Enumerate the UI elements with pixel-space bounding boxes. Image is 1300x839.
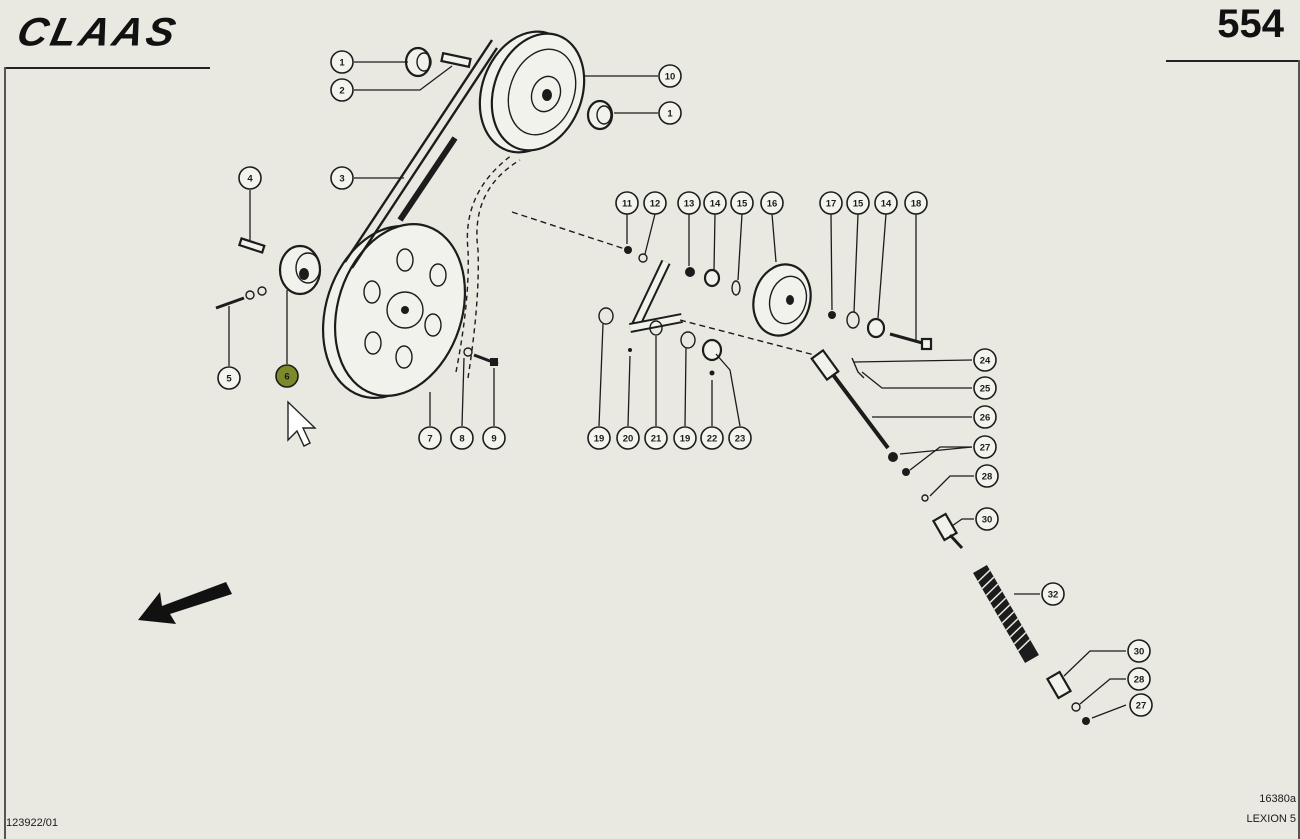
ref-code: 16380a <box>1259 793 1296 805</box>
svg-text:1: 1 <box>339 58 345 69</box>
drawing-id: 123922/01 <box>6 817 58 829</box>
leader-lines <box>228 61 1127 719</box>
bolt-and-washer[interactable] <box>463 347 499 366</box>
callout[interactable]: 30 <box>975 507 999 531</box>
svg-text:27: 27 <box>980 443 991 454</box>
callout[interactable]: 3 <box>330 166 354 190</box>
callout[interactable]: 11 <box>615 191 639 215</box>
callout[interactable]: 9 <box>482 426 506 450</box>
svg-text:28: 28 <box>1134 675 1145 686</box>
svg-text:30: 30 <box>1134 647 1145 658</box>
callout[interactable]: 17 <box>819 191 843 215</box>
callout[interactable]: 5 <box>217 366 241 390</box>
callout[interactable]: 1 <box>330 50 354 74</box>
svg-text:14: 14 <box>710 199 721 210</box>
svg-text:8: 8 <box>459 434 464 445</box>
callout[interactable]: 22 <box>700 426 724 450</box>
callout[interactable]: 19 <box>587 426 611 450</box>
svg-text:10: 10 <box>665 72 676 83</box>
callout-labels: 1 2 10 1 3 4 5 6 7 8 9 11 12 13 14 15 16… <box>217 50 1153 717</box>
callout[interactable]: 15 <box>846 191 870 215</box>
callout[interactable]: 19 <box>673 426 697 450</box>
svg-text:6: 6 <box>284 372 289 383</box>
callout[interactable]: 14 <box>703 191 727 215</box>
svg-text:32: 32 <box>1048 590 1059 601</box>
svg-text:17: 17 <box>826 199 837 210</box>
footer-right: 16380a LEXION 5 <box>1246 789 1296 829</box>
svg-text:11: 11 <box>622 199 633 210</box>
logo-rule <box>4 67 210 69</box>
callout[interactable]: 10 <box>658 64 682 88</box>
svg-text:3: 3 <box>339 174 344 185</box>
callout[interactable]: 20 <box>616 426 640 450</box>
svg-text:20: 20 <box>623 434 634 445</box>
mouse-cursor-icon <box>287 400 317 447</box>
svg-text:21: 21 <box>651 434 662 445</box>
svg-text:15: 15 <box>853 199 864 210</box>
svg-text:18: 18 <box>911 199 922 210</box>
callout-selected[interactable]: 6 <box>275 364 299 388</box>
upper-pulley[interactable] <box>464 18 600 166</box>
svg-text:2: 2 <box>339 86 344 97</box>
page-border-left <box>4 67 6 839</box>
svg-text:12: 12 <box>650 199 661 210</box>
callout[interactable]: 26 <box>973 405 997 429</box>
svg-text:19: 19 <box>594 434 605 445</box>
callout[interactable]: 28 <box>1127 667 1151 691</box>
callout[interactable]: 32 <box>1041 582 1065 606</box>
lower-pulley[interactable] <box>302 207 486 415</box>
svg-text:24: 24 <box>980 356 991 367</box>
callout[interactable]: 18 <box>904 191 928 215</box>
svg-text:27: 27 <box>1136 701 1147 712</box>
model-name: LEXION 5 <box>1246 813 1296 825</box>
svg-text:16: 16 <box>767 199 778 210</box>
callout[interactable]: 2 <box>330 78 354 102</box>
callout[interactable]: 16 <box>760 191 784 215</box>
page-number-rule <box>1166 60 1300 62</box>
svg-text:23: 23 <box>735 434 746 445</box>
callout[interactable]: 25 <box>973 376 997 400</box>
svg-text:26: 26 <box>980 413 991 424</box>
direction-arrow-icon <box>138 582 232 624</box>
svg-text:28: 28 <box>982 472 993 483</box>
callout[interactable]: 23 <box>728 426 752 450</box>
callout[interactable]: 21 <box>644 426 668 450</box>
upper-bushing-and-pin[interactable] <box>404 46 614 131</box>
svg-text:30: 30 <box>982 515 993 526</box>
idler-pulley[interactable] <box>624 246 933 351</box>
callout[interactable]: 28 <box>975 464 999 488</box>
svg-text:25: 25 <box>980 384 991 395</box>
page-border-right <box>1298 60 1300 839</box>
svg-text:9: 9 <box>491 434 496 445</box>
svg-text:19: 19 <box>680 434 691 445</box>
callout[interactable]: 24 <box>973 348 997 372</box>
callout[interactable]: 12 <box>643 191 667 215</box>
svg-text:4: 4 <box>247 174 253 185</box>
svg-text:5: 5 <box>226 374 232 385</box>
v-belt[interactable] <box>343 39 521 379</box>
hub-assembly[interactable] <box>215 237 322 310</box>
page-number: 554 <box>1217 2 1284 46</box>
callout[interactable]: 13 <box>677 191 701 215</box>
tension-rod-and-spring[interactable] <box>810 348 1090 725</box>
callout[interactable]: 1 <box>658 101 682 125</box>
callout[interactable]: 14 <box>874 191 898 215</box>
callout[interactable]: 4 <box>238 166 262 190</box>
svg-text:15: 15 <box>737 199 748 210</box>
tension-arm[interactable] <box>598 259 723 376</box>
callout[interactable]: 27 <box>1129 693 1153 717</box>
callout[interactable]: 15 <box>730 191 754 215</box>
callout[interactable]: 8 <box>450 426 474 450</box>
svg-text:22: 22 <box>707 434 718 445</box>
callout[interactable]: 27 <box>973 435 997 459</box>
svg-text:7: 7 <box>427 434 432 445</box>
svg-text:14: 14 <box>881 199 892 210</box>
svg-text:1: 1 <box>667 109 673 120</box>
svg-text:13: 13 <box>684 199 695 210</box>
callout[interactable]: 30 <box>1127 639 1151 663</box>
callout[interactable]: 7 <box>418 426 442 450</box>
